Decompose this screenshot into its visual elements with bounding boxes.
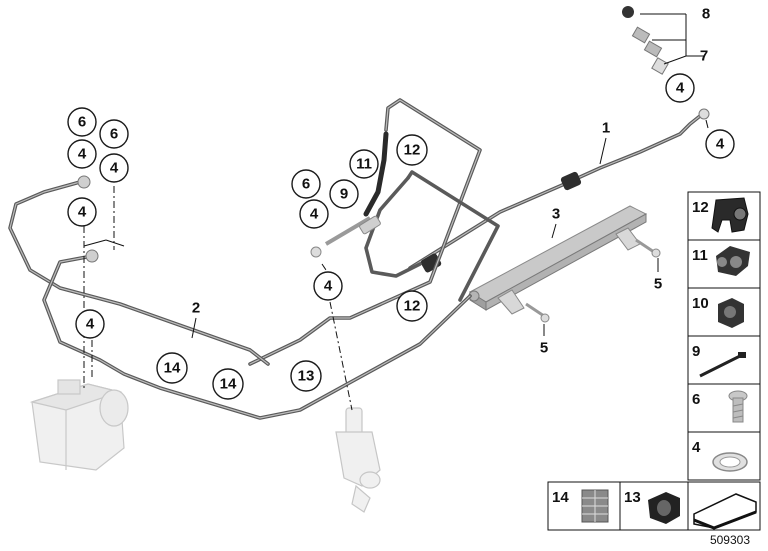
svg-text:6: 6 bbox=[302, 176, 310, 193]
callout-14-b: 14 bbox=[212, 368, 244, 400]
parts-legend: 12 11 10 9 6 4 14 13 bbox=[547, 191, 761, 531]
brake-line-loop bbox=[248, 98, 500, 366]
brake-hose bbox=[310, 131, 422, 278]
brake-line-1 bbox=[408, 114, 702, 273]
callout-6-left-b: 6 bbox=[99, 119, 129, 149]
svg-text:12: 12 bbox=[404, 298, 421, 315]
bolt-illustration bbox=[525, 238, 661, 323]
callout-4-middle-a: 4 bbox=[299, 199, 329, 229]
master-cylinder-illustration bbox=[335, 407, 381, 513]
cable-tie-icon bbox=[699, 352, 746, 378]
legend-11-label: 11 bbox=[692, 247, 708, 264]
svg-text:11: 11 bbox=[356, 156, 372, 173]
callout-12-lower: 12 bbox=[396, 290, 428, 322]
legend-6-label: 6 bbox=[692, 391, 700, 408]
callout-4-left-d: 4 bbox=[75, 309, 105, 339]
legend-14-label: 14 bbox=[552, 489, 569, 506]
svg-text:4: 4 bbox=[676, 80, 685, 97]
svg-text:12: 12 bbox=[404, 142, 421, 159]
reference-number: 509303 bbox=[709, 533, 750, 547]
callout-12-top: 12 bbox=[396, 134, 428, 166]
fitting-stack bbox=[622, 6, 710, 120]
svg-text:4: 4 bbox=[78, 146, 87, 163]
clip-10-icon bbox=[718, 298, 744, 328]
svg-text:6: 6 bbox=[110, 126, 118, 143]
svg-text:6: 6 bbox=[78, 114, 86, 131]
label-5-lower: 5 bbox=[540, 340, 548, 357]
banjo-bolt-icon bbox=[728, 390, 748, 423]
clip-13-icon bbox=[648, 492, 680, 524]
clip-11-icon bbox=[716, 246, 750, 276]
svg-text:13: 13 bbox=[298, 368, 315, 385]
callout-4-left-c: 4 bbox=[67, 197, 97, 227]
callout-4-top-right: 4 bbox=[665, 73, 695, 103]
callout-6-left-a: 6 bbox=[67, 107, 97, 137]
holder-14-icon bbox=[581, 489, 609, 523]
callout-4-left-a: 4 bbox=[67, 139, 97, 169]
svg-text:4: 4 bbox=[86, 316, 95, 333]
callout-14-a: 14 bbox=[156, 352, 188, 384]
label-3: 3 bbox=[552, 206, 560, 223]
svg-text:4: 4 bbox=[110, 160, 119, 177]
sealing-washer-icon bbox=[712, 452, 748, 472]
svg-text:4: 4 bbox=[310, 206, 319, 223]
label-8: 8 bbox=[702, 6, 710, 23]
svg-text:4: 4 bbox=[78, 204, 87, 221]
callout-4-right: 4 bbox=[705, 129, 735, 159]
legend-9-label: 9 bbox=[692, 343, 700, 360]
legend-10-label: 10 bbox=[692, 295, 709, 312]
svg-text:14: 14 bbox=[220, 376, 237, 393]
callout-9: 9 bbox=[329, 179, 359, 209]
callout-4-middle-b: 4 bbox=[313, 271, 343, 301]
abs-unit-illustration bbox=[29, 379, 129, 471]
callout-6-middle: 6 bbox=[291, 169, 321, 199]
direction-arrow-icon bbox=[693, 493, 757, 530]
legend-13-label: 13 bbox=[624, 489, 641, 506]
clip-12-icon bbox=[711, 197, 749, 233]
svg-text:9: 9 bbox=[340, 186, 348, 203]
svg-text:14: 14 bbox=[164, 360, 181, 377]
legend-12-label: 12 bbox=[692, 199, 709, 216]
legend-4-label: 4 bbox=[692, 439, 701, 456]
svg-text:4: 4 bbox=[324, 278, 333, 295]
leader-lines bbox=[83, 13, 709, 411]
label-1: 1 bbox=[602, 120, 610, 137]
callout-13: 13 bbox=[290, 360, 322, 392]
label-7: 7 bbox=[700, 48, 708, 65]
label-2: 2 bbox=[192, 300, 200, 317]
label-5-right: 5 bbox=[654, 276, 662, 293]
brake-line-2 bbox=[8, 175, 270, 366]
svg-text:4: 4 bbox=[716, 136, 725, 153]
brake-line-lower bbox=[42, 249, 472, 420]
callout-11: 11 bbox=[349, 149, 379, 179]
callout-4-left-b: 4 bbox=[99, 153, 129, 183]
